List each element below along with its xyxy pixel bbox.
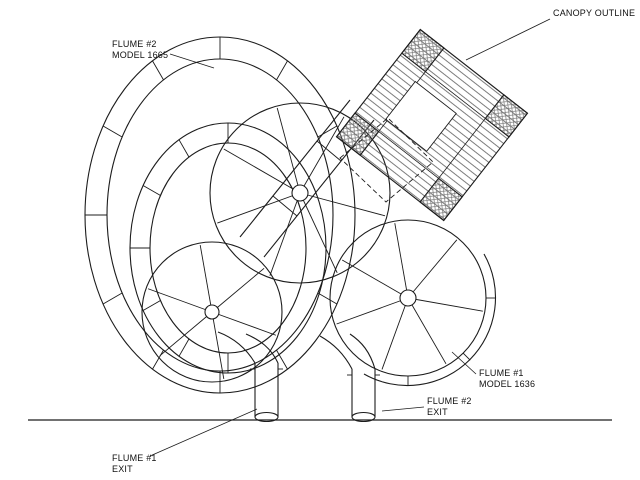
tube-opening <box>254 411 279 423</box>
hatched-corner <box>484 94 529 138</box>
canopy-leader <box>465 18 551 61</box>
leader-lines <box>149 18 551 457</box>
flume1-model-label-line2: MODEL 1636 <box>479 379 535 389</box>
tube-joint-ties <box>85 37 338 393</box>
tube-joint-ties <box>407 297 496 386</box>
hidden-structure-outline <box>339 117 434 203</box>
deck-landing <box>385 80 457 152</box>
flume1-exit-label-line2: EXIT <box>112 464 133 474</box>
flume2-model-leader <box>169 53 215 69</box>
flume1-model-leader <box>451 351 477 375</box>
flume1-exit-tube <box>217 331 283 423</box>
flume2-model-label-line2: MODEL 1665 <box>112 50 168 60</box>
radial-spokes <box>336 223 483 370</box>
radial-spokes <box>217 107 386 276</box>
flume2-spiral-outer-loop <box>84 36 356 394</box>
center-hub <box>204 304 220 320</box>
radial-spokes <box>147 244 277 380</box>
hatched-corner <box>335 112 380 156</box>
tube-opening <box>351 411 376 423</box>
center-hub <box>291 184 309 202</box>
tube-joint-ties <box>130 123 229 373</box>
helix-circle-lower-left <box>141 241 283 383</box>
center-hub <box>399 289 417 307</box>
annotations: CANOPY OUTLINE FLUME #2 MODEL 1665 FLUME… <box>112 8 635 474</box>
flume2-exit-label-line1: FLUME #2 <box>427 396 472 406</box>
flume2-exit-label-line2: EXIT <box>427 407 448 417</box>
flume1-exit-leader <box>149 408 258 457</box>
canopy-outline-label: CANOPY OUTLINE <box>553 8 635 18</box>
flume1-exit-label-line1: FLUME #1 <box>112 453 157 463</box>
helix-circle-upper <box>209 102 391 284</box>
flume2-exit-tube <box>319 333 380 423</box>
hatched-corner <box>419 177 463 222</box>
flume1-model-label-line1: FLUME #1 <box>479 368 524 378</box>
flume2-model-label-line1: FLUME #2 <box>112 39 157 49</box>
canopy-platform <box>335 28 529 222</box>
flume1-helix-circle <box>329 219 497 387</box>
flume2-exit-leader <box>381 406 425 412</box>
flume2-spiral-inner-loop <box>129 122 327 374</box>
hatched-corner <box>401 28 445 73</box>
